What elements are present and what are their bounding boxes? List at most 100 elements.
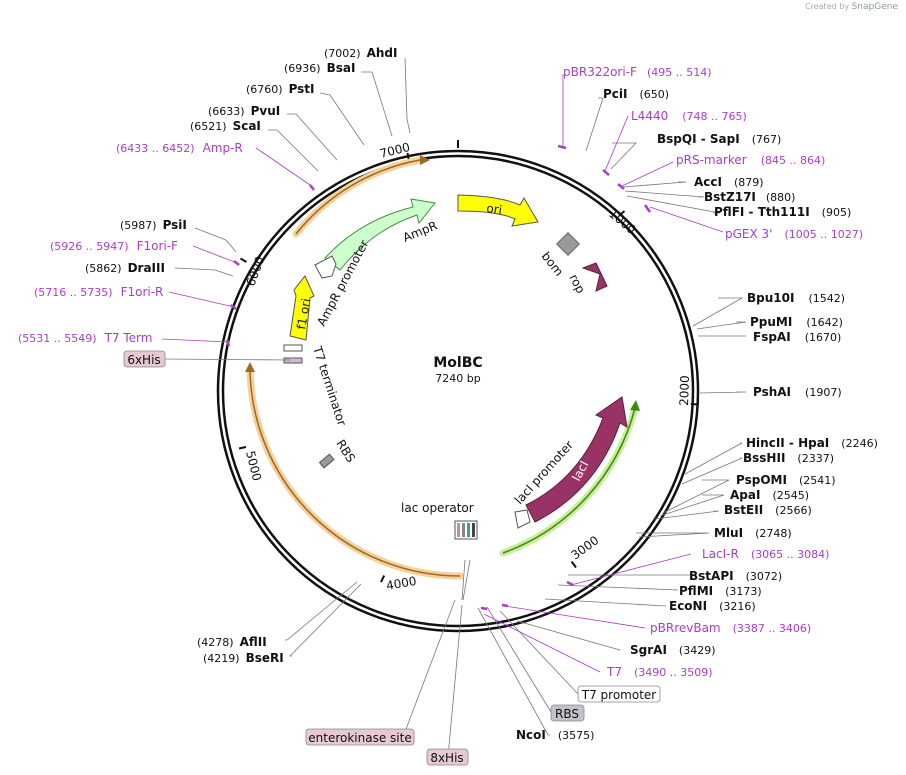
- enzyme-bstz17i: BstZ17I(880): [704, 190, 795, 204]
- box-enterokinase-site: enterokinase site: [305, 728, 415, 746]
- box-enterokinase-site-text: enterokinase site: [308, 731, 411, 745]
- enzyme-scai: (6521)ScaI: [190, 119, 261, 133]
- primer-prs-marker: pRS-marker(845 .. 864): [676, 153, 825, 167]
- enzyme-fspai: FspAI(1670): [753, 330, 841, 344]
- enzyme-pspomi: PspOMI(2541): [736, 473, 836, 487]
- snapgene-credit: Created by SnapGene: [805, 2, 898, 12]
- box-6xhis-text: 6xHis: [127, 353, 160, 367]
- primer-l4440: L4440(748 .. 765): [631, 109, 747, 123]
- tick-label-6000: 6000: [244, 255, 268, 288]
- enzyme-pshai: PshAI(1907): [753, 385, 842, 399]
- tick-label-3000: 3000: [569, 533, 602, 562]
- enzyme-bsshii: BssHII(2337): [743, 451, 834, 465]
- enzyme-psti: (6760)PstI: [246, 82, 315, 96]
- primer-f1ori-f: (5926 .. 5947)F1ori-F: [50, 239, 178, 253]
- tick-marks: [238, 152, 699, 583]
- tick-5000-mark: [238, 446, 247, 450]
- enzyme-pflmi: PflMI(3173): [679, 584, 762, 598]
- ori-feature-arrow: [457, 194, 539, 227]
- boxed-leader-lines: [164, 358, 579, 758]
- orf-arc-left-head: [245, 362, 255, 372]
- boxed-labels: 6xHis T7 promoter RBS enterokinase site …: [123, 350, 661, 766]
- orf-arc-top-left-head: [420, 155, 430, 165]
- enzyme-bspqi-sapi: BspQI - SapI(767): [657, 132, 781, 146]
- ori-label: ori: [486, 201, 503, 217]
- enzyme-apai: ApaI(2545): [730, 488, 809, 502]
- plasmid-name: MolBC: [433, 355, 482, 371]
- primer-marks: [225, 144, 652, 611]
- orf-arc-top-left-line: [295, 159, 421, 235]
- enzyme-bsai: (6936)BsaI: [284, 61, 355, 75]
- orf-arc-right-line: [502, 407, 636, 554]
- enzyme-draiii: (5862)DraIII: [85, 261, 165, 275]
- box-rbs: RBS: [550, 704, 585, 722]
- tick-2000-mark: [690, 403, 699, 406]
- rbs-label: RBS: [333, 437, 358, 465]
- enzyme-ppumi: PpuMI(1642): [750, 315, 843, 329]
- backbone-inner-ring: [221, 154, 695, 628]
- rop-label: rop: [566, 272, 588, 296]
- primer-labels: pBR322ori-F(495 .. 514) L4440(748 .. 765…: [18, 65, 863, 679]
- ampr-promoter-arrow: [314, 255, 337, 279]
- box-8xhis-text: 8xHis: [430, 751, 463, 765]
- orf-arc-left-line: [249, 369, 461, 577]
- f1-ori-feature-arrow: [289, 275, 315, 341]
- primer-amp-r: (6433 .. 6452)Amp-R: [116, 141, 243, 155]
- backbone-outer-ring: [216, 149, 700, 633]
- enzyme-acci: AccI(879): [694, 175, 764, 189]
- primer-pbrrevbam: pBRrevBam(3387 .. 3406): [650, 621, 811, 635]
- plasmid-size: 7240 bp: [435, 372, 480, 385]
- f1-ori-label: f1 ori: [294, 297, 313, 330]
- t7-terminator-label: T7 terminator: [310, 344, 349, 428]
- box-t7-promoter-text: T7 promoter: [581, 688, 657, 702]
- tick-6000-mark: [239, 257, 248, 263]
- bom-feature: [555, 231, 581, 257]
- credit-prefix: Created by: [805, 2, 850, 11]
- enzyme-pcii: PciI(650): [603, 87, 669, 101]
- lac-operator-label: lac operator: [401, 501, 474, 515]
- primer-t7: T7(3490 .. 3509): [606, 665, 713, 679]
- box-8xhis: 8xHis: [426, 748, 469, 766]
- enzyme-psii: (5987)PsiI: [120, 218, 187, 232]
- enzyme-ncoi: NcoI(3575): [516, 728, 594, 742]
- box-rbs-text: RBS: [555, 707, 579, 721]
- tick-label-1000: 1000: [606, 207, 638, 237]
- laci-promoter-arrow: [514, 509, 531, 529]
- enzyme-leader-lines: [174, 57, 747, 736]
- bom-label: bom: [539, 249, 566, 279]
- primer-t7-term: (5531 .. 5549)T7 Term: [18, 331, 152, 345]
- enzyme-ahdi: (7002)AhdI: [324, 46, 397, 60]
- enzyme-bseri: (4219)BseRI: [203, 651, 284, 665]
- laci-feature-arrow: [525, 396, 628, 523]
- primer-leader-lines: [161, 74, 724, 673]
- tick-3000-mark: [570, 560, 577, 569]
- enzyme-labels: (7002)AhdI (6936)BsaI (6760)PstI (6633)P…: [85, 46, 878, 742]
- box-t7-promoter: T7 promoter: [577, 685, 661, 703]
- rbs-feature: [318, 453, 335, 469]
- box-6xhis: 6xHis: [123, 350, 166, 368]
- lac-operator-feature: [454, 520, 478, 540]
- primer-f1ori-r: (5716 .. 5735)F1ori-R: [34, 285, 163, 299]
- enzyme-hincii-hpai: HincII - HpaI(2246): [746, 436, 878, 450]
- tick-label-5000: 5000: [243, 449, 264, 482]
- enzyme-bpu10i: Bpu10I(1542): [747, 291, 845, 305]
- ampr-feature-arrow: [324, 198, 436, 271]
- enzyme-mlui: MluI(2748): [714, 526, 792, 540]
- enzyme-aflii: (4278)AflII: [197, 635, 267, 649]
- tick-label-2000: 2000: [677, 375, 692, 406]
- primer-pgex-3: pGEX 3'(1005 .. 1027): [725, 227, 863, 241]
- enzyme-econi: EcoNI(3216): [669, 599, 756, 613]
- tick-4000-mark: [380, 575, 386, 583]
- enzyme-pvui: (6633)PvuI: [208, 104, 280, 118]
- enzyme-bstapi: BstAPI(3072): [689, 569, 782, 583]
- tick-1000-mark: [618, 210, 626, 217]
- primer-laci-r: LacI-R(3065 .. 3084): [702, 547, 829, 561]
- enzyme-pflfi-tth111i: PflFI - Tth111I(905): [714, 205, 851, 219]
- enzyme-sgrai: SgrAI(3429): [630, 643, 715, 657]
- enzyme-bsteii: BstEII(2566): [724, 503, 812, 517]
- primer-pbr322ori-f: pBR322ori-F(495 .. 514): [563, 65, 712, 79]
- t7-terminator-feature: [283, 344, 303, 352]
- his-tag-feature: [283, 357, 303, 364]
- snapgene-logo-text: SnapGene: [851, 2, 898, 12]
